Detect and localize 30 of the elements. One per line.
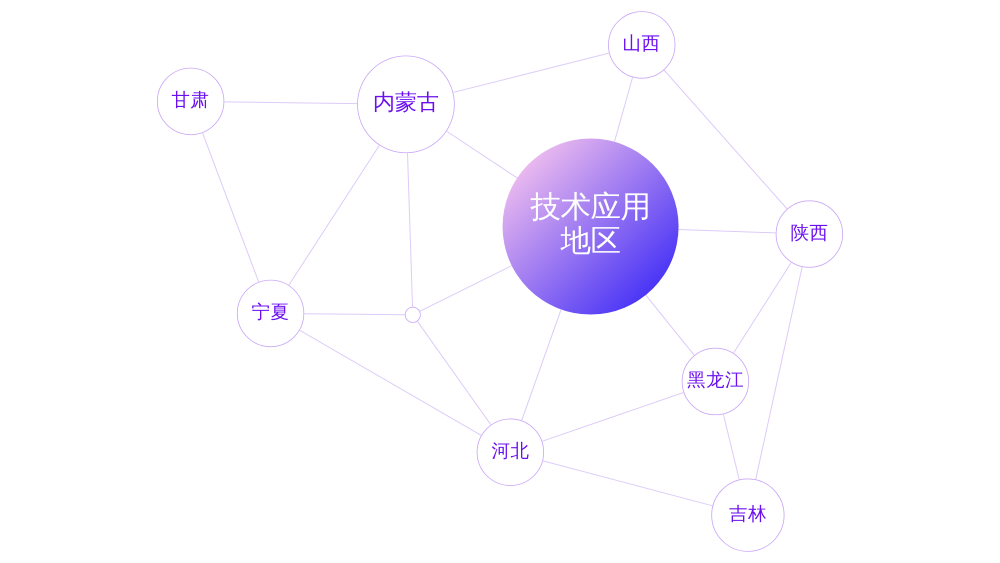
node-circle: 河北 (476, 418, 544, 486)
connector (288, 144, 380, 286)
connector (224, 101, 358, 104)
connector (542, 392, 684, 442)
connector (304, 313, 405, 316)
node-circle: 山西 (608, 11, 676, 79)
connector (420, 265, 512, 312)
connector (722, 414, 740, 480)
connector (755, 266, 803, 480)
node-circle: 黑龙江 (682, 348, 750, 416)
connector (664, 70, 788, 210)
node-circle: 技术应用地区 (502, 138, 679, 315)
connector (732, 262, 792, 354)
connector (521, 309, 562, 421)
node-circle: 吉林 (711, 478, 785, 552)
connector (542, 460, 713, 506)
connector (407, 152, 414, 308)
connector (452, 52, 610, 93)
connector (645, 294, 695, 356)
node-circle: 内蒙古 (357, 55, 455, 154)
connector (416, 320, 492, 426)
connector (202, 132, 260, 282)
connector (299, 330, 482, 436)
connector (614, 76, 634, 142)
node-circle: 宁夏 (236, 280, 304, 348)
node-circle: 甘肃 (156, 68, 224, 136)
node-circle (404, 306, 421, 323)
connector (446, 130, 518, 178)
node-circle: 陕西 (776, 200, 844, 268)
connector (678, 229, 776, 234)
